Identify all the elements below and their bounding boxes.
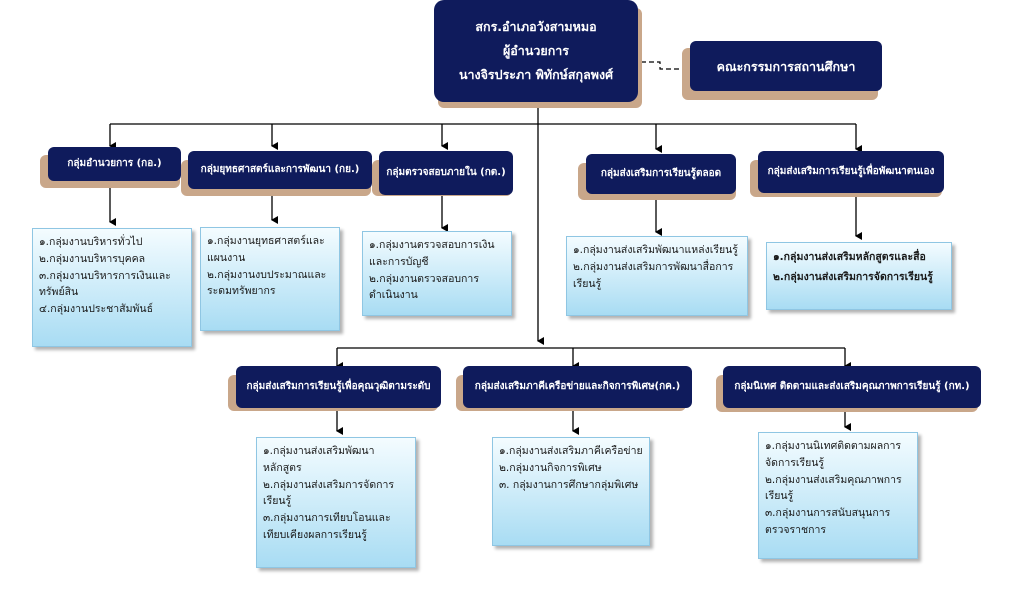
list-item: ๑.กลุ่มงานนิเทศติดตามผลการจัดการเรียนรู้	[765, 440, 902, 469]
list-item: ๓.กลุ่มงานการเทียบโอนและเทียบเคียงผลการเ…	[263, 512, 391, 541]
list-item: ๒.กลุ่มงานบริหารบุคคล	[39, 252, 146, 265]
list-item: ๒.กลุ่มงานตรวจสอบการดำเนินงาน	[369, 272, 479, 302]
list-item: ๑.กลุ่มงานส่งเสริมหลักสูตรและสื่อ	[773, 251, 926, 263]
group-lifelong-header: กลุ่มส่งเสริมการเรียนรู้ตลอด	[586, 154, 736, 194]
list-item: ๔.กลุ่มงานประชาสัมพันธ์	[39, 303, 154, 316]
list-item: ๒.กลุ่มงานส่งเสริมการจัดการเรียนรู้	[773, 270, 933, 283]
list-item: ๑.กลุ่มงานตรวจสอบการเงินและการบัญชี	[369, 239, 495, 268]
list-item: ๒.กลุ่มงานส่งเสริมการจัดการเรียนรู้	[263, 478, 395, 508]
director-name: นางจิรประภา พิทักษ์สกุลพงศ์	[458, 66, 614, 82]
list-item: ๓.กลุ่มงานบริหารการเงินและทรัพย์สิน	[39, 269, 171, 299]
group-admin-list: ๑.กลุ่มงานบริหารทั่วไป ๒.กลุ่มงานบริหารบ…	[32, 228, 192, 347]
list-item: ๓.กลุ่มงานการสนับสนุนการตรวจราชการ	[765, 507, 891, 536]
group-selfdev-header: กลุ่มส่งเสริมการเรียนรู้เพื่อพัฒนาตนเอง	[758, 151, 944, 193]
list-item: ๑.กลุ่มงานบริหารทั่วไป	[39, 236, 143, 248]
group-network-header: กลุ่มส่งเสริมภาคีเครือข่ายและกิจการพิเศษ…	[463, 366, 692, 408]
list-item: ๑.กลุ่มงานส่งเสริมพัฒนาหลักสูตร	[263, 445, 375, 474]
list-item: ๒.กลุ่มงานส่งเสริมการพัฒนาสื่อการเรียนรู…	[573, 260, 734, 290]
list-item: ๒.กลุ่มงานกิจการพิเศษ	[499, 461, 602, 474]
group-qualification-header: กลุ่มส่งเสริมการเรียนรู้เพื่อคุณวุฒิตามร…	[236, 366, 441, 408]
group-supervision-list: ๑.กลุ่มงานนิเทศติดตามผลการจัดการเรียนรู้…	[758, 432, 918, 559]
group-network-list: ๑.กลุ่มงานส่งเสริมภาคีเครือข่าย ๒.กลุ่มง…	[492, 437, 650, 546]
list-item: ๓. กลุ่มงานการศึกษากลุ่มพิเศษ	[499, 478, 639, 491]
group-lifelong-list: ๑.กลุ่มงานส่งเสริมพัฒนาแหล่งเรียนรู้ ๒.ก…	[566, 236, 748, 316]
group-audit-header: กลุ่มตรวจสอบภายใน (กต.)	[379, 151, 513, 195]
list-item: ๑.กลุ่มงานส่งเสริมภาคีเครือข่าย	[499, 445, 643, 457]
group-supervision-header: กลุ่มนิเทศ ติดตามและส่งเสริมคุณภาพการเรี…	[723, 366, 981, 408]
list-item: ๑.กลุ่มงานยุทธศาสตร์และแผนงาน	[207, 235, 325, 264]
committee-box: คณะกรรมการสถานศึกษา	[690, 41, 882, 91]
group-strategy-header: กลุ่มยุทธศาสตร์และการพัฒนา (กย.)	[188, 151, 372, 189]
list-item: ๒.กลุ่มงานส่งเสริมคุณภาพการเรียนรู้	[765, 473, 902, 503]
group-admin-header: กลุ่มอำนวยการ (กอ.)	[48, 147, 181, 181]
list-item: ๑.กลุ่มงานส่งเสริมพัฒนาแหล่งเรียนรู้	[573, 244, 738, 256]
group-strategy-list: ๑.กลุ่มงานยุทธศาสตร์และแผนงาน ๒.กลุ่มงาน…	[200, 227, 340, 331]
list-item: ๒.กลุ่มงานงบประมาณและระดมทรัพยากร	[207, 268, 327, 298]
group-selfdev-list: ๑.กลุ่มงานส่งเสริมหลักสูตรและสื่อ ๒.กลุ่…	[766, 242, 952, 310]
director-box: สกร.อำเภอวังสามหมอ ผู้อำนวยการ นางจิรประ…	[434, 0, 638, 102]
director-office: สกร.อำเภอวังสามหมอ	[475, 19, 597, 35]
director-title: ผู้อำนวยการ	[502, 43, 570, 59]
group-audit-list: ๑.กลุ่มงานตรวจสอบการเงินและการบัญชี ๒.กล…	[362, 231, 512, 316]
group-qualification-list: ๑.กลุ่มงานส่งเสริมพัฒนาหลักสูตร ๒.กลุ่มง…	[256, 437, 416, 568]
